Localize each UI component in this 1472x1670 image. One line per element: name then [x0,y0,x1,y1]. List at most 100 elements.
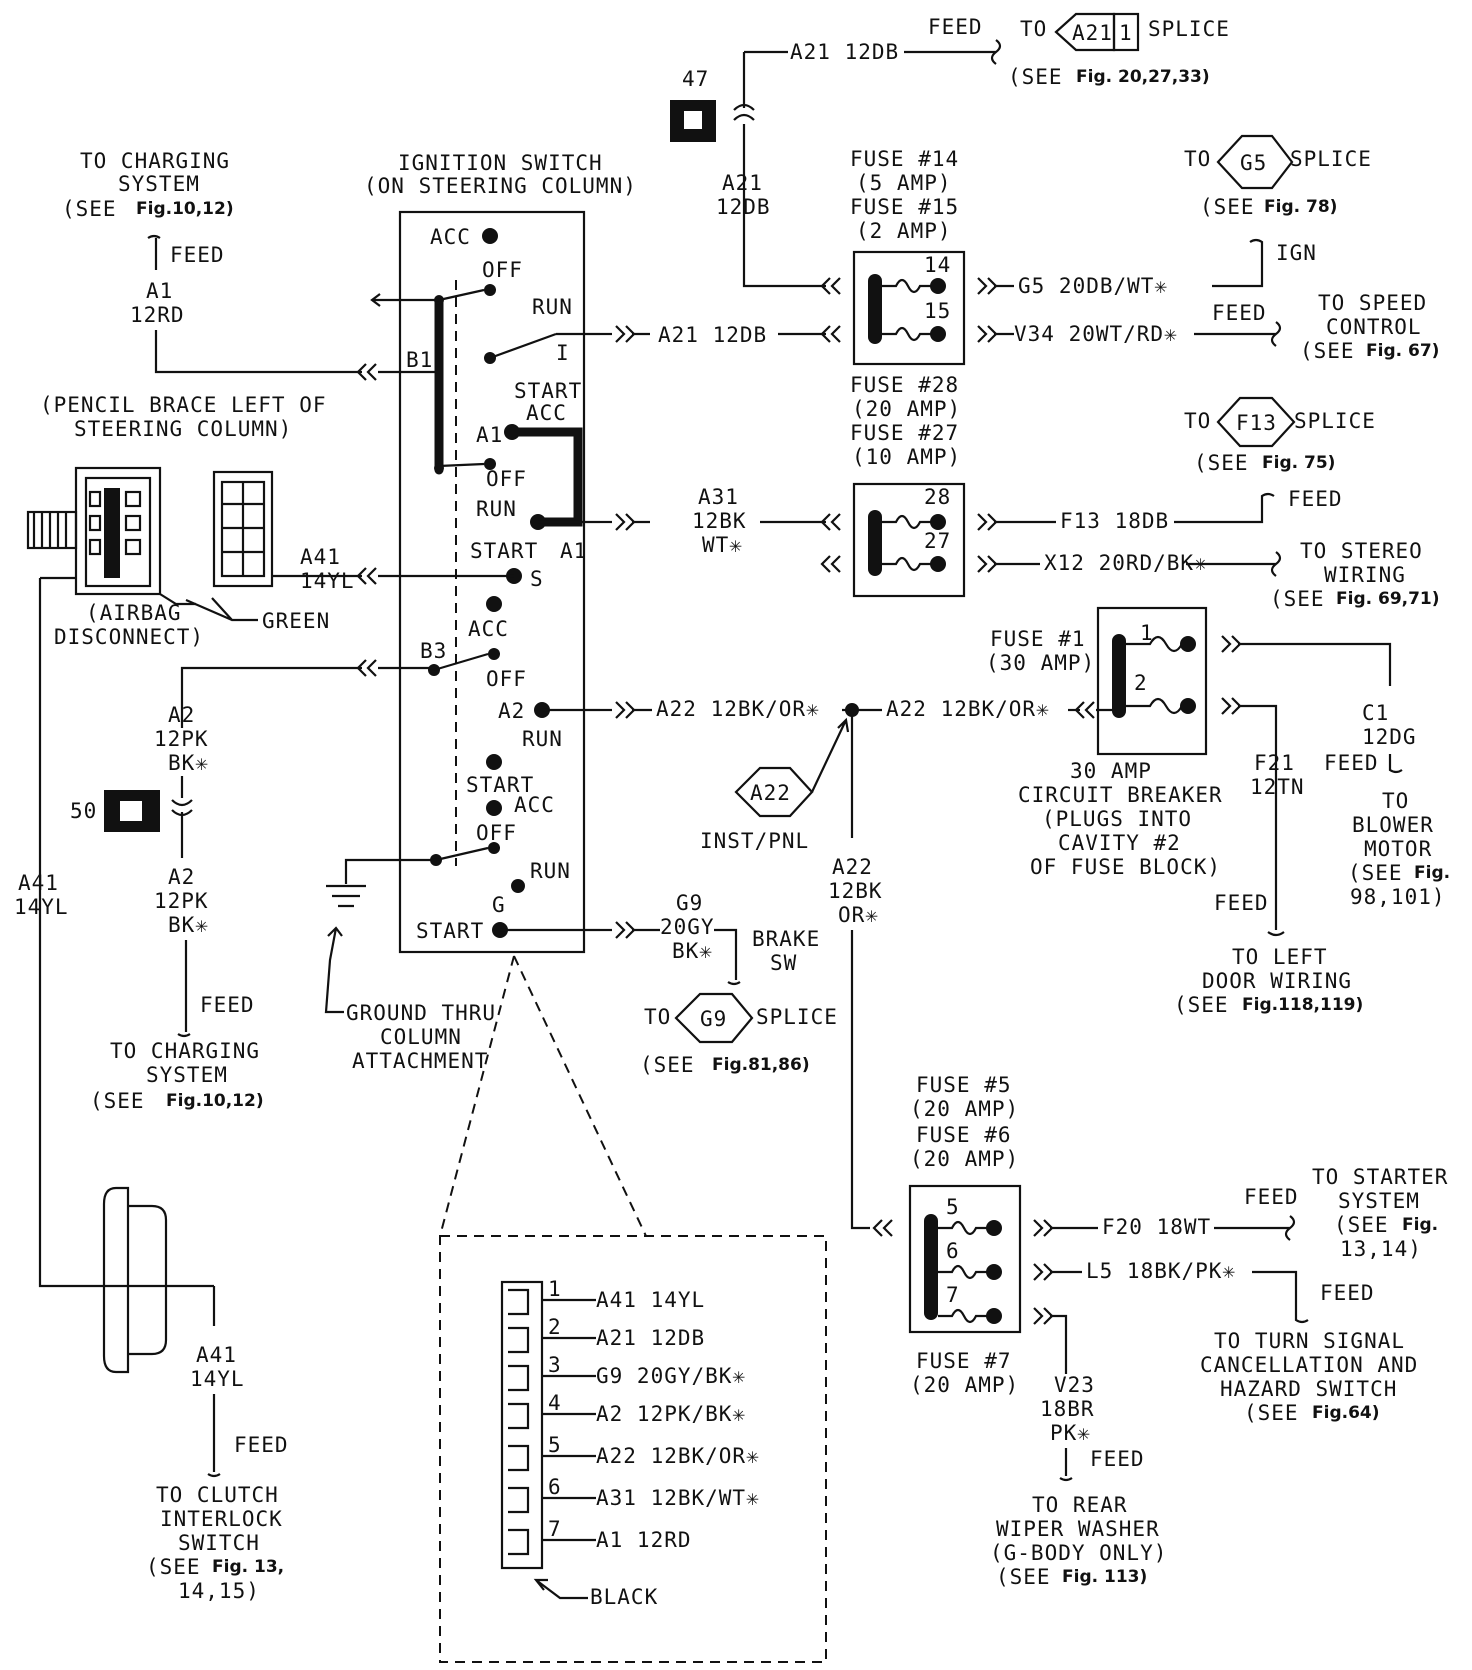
clutch-see: (SEE [146,1555,201,1579]
circuit-breaker-box [1096,606,1208,756]
ground-l1: GROUND THRU [346,1001,496,1025]
starter-l2: SYSTEM [1338,1189,1420,1213]
f21-label: F21 [1254,751,1295,775]
charging-top-feed: FEED [170,243,225,267]
stereo-l2: WIRING [1324,563,1406,587]
fuse14-num: 14 [924,253,951,277]
connector-pin-number: 7 [548,1517,562,1541]
circuit-breaker-group: FUSE #1 (30 AMP) 1 2 C1 12DG FEED TO BLO… [986,606,1450,1017]
rear-wiper-fig: Fig. 113) [1062,1567,1147,1587]
ground-l2: COLUMN [380,1025,462,1049]
connector-pin-label: A21 12DB [596,1326,705,1350]
a2-color-2: BK✳ [168,913,209,937]
door-see: (SEE [1174,993,1229,1017]
connector-pin-label: A31 12BK/WT✳ [596,1486,760,1510]
charging-top-l1: TO CHARGING [80,149,230,173]
f13-splice-label: SPLICE [1294,409,1376,433]
f13-wire-label: F13 18DB [1060,509,1169,533]
fuse27-label: FUSE #27 [850,421,959,445]
g5-fig: Fig. 78) [1264,197,1337,217]
clutch-l2: INTERLOCK [160,1507,283,1531]
green-label: GREEN [262,609,330,633]
breaker-l5: OF FUSE BLOCK) [1030,855,1221,879]
a21-tag: A21 [1072,21,1113,45]
connector-pin-number: 6 [548,1475,562,1499]
clutch-a41-label: A41 [196,1343,237,1367]
pencil-brace-l1: (PENCIL BRACE LEFT OF [40,393,327,417]
fuse6-amp: (20 AMP) [910,1147,1019,1171]
door-fig: Fig.118,119) [1242,995,1363,1015]
stereo-fig: Fig. 69,71) [1336,589,1440,609]
a22-wire-label-2: A22 12BK/OR✳ [886,697,1050,721]
airbag-disconnect-group: (PENCIL BRACE LEFT OF STEERING COLUMN) (… [26,393,330,649]
fuse14-label: FUSE #14 [850,147,959,171]
terminal-b3: B3 [420,639,447,663]
g9-color: BK✳ [672,939,713,963]
fuse28-amp: (20 AMP) [852,397,961,421]
ground-l3: ATTACHMENT [352,1049,488,1073]
ignition-switch: IGNITION SWITCH (ON STEERING COLUMN) ACC… [364,151,636,954]
terminal-a1-start: A1 [560,539,587,563]
g9-label: G9 [676,891,703,915]
airbag-label-1: (AIRBAG [86,601,182,625]
airbag-connector-right [212,470,274,588]
a1-wire-gauge: 12RD [130,303,185,327]
breaker-l3: (PLUGS INTO [1042,807,1192,831]
door-l1: TO LEFT [1232,945,1328,969]
connector-cavity-7 [508,1528,530,1556]
turn-signal-l3: HAZARD SWITCH [1220,1377,1397,1401]
splice-label: SPLICE [1148,17,1230,41]
g5-to: TO [1184,147,1211,171]
charging-bottom-l1: TO CHARGING [110,1039,260,1063]
f13-see: (SEE [1194,451,1249,475]
pos-run-4: RUN [530,859,571,883]
connector-cavity-6 [508,1486,530,1514]
a2-label-2: A2 [168,865,195,889]
connector-pin-number: 2 [548,1315,562,1339]
fuse28-label: FUSE #28 [850,373,959,397]
rear-wiper-feed: FEED [1090,1447,1145,1471]
a22-vertical-color: OR✳ [838,903,879,927]
ignition-connector [500,1280,544,1570]
speed-feed: FEED [1212,301,1267,325]
g9-to: TO [644,1005,671,1029]
airbag-plug [26,510,78,550]
fuse6-num: 6 [946,1239,960,1263]
fuse28-num: 28 [924,485,951,509]
rear-wiper-l2: WIPER WASHER [996,1517,1160,1541]
fuse-block-27-28 [852,482,966,598]
a22-vertical-label: A22 [832,855,873,879]
fuse15-amp: (2 AMP) [856,219,952,243]
pos-off-4: OFF [476,821,517,845]
blower-l1: TO [1382,789,1409,813]
fuse7-label: FUSE #7 [916,1349,1012,1373]
pos-off-2: OFF [486,467,527,491]
charging-top-fig: Fig.10,12) [136,199,234,219]
a31-label: A31 [698,485,739,509]
g9-splice-diamond [674,992,754,1044]
clutch-l1: TO CLUTCH [156,1483,279,1507]
connector-47-label: 47 [682,67,709,91]
ign-label: IGN [1276,241,1317,265]
starter-see: (SEE [1334,1213,1389,1237]
stereo-see: (SEE [1270,587,1325,611]
f13-to: TO [1184,409,1211,433]
v23-gauge: 18BR [1040,1397,1095,1421]
fig-ref-a21: Fig. 20,27,33) [1076,67,1210,87]
speed-l2: CONTROL [1326,315,1422,339]
a31-gauge: 12BK [692,509,747,533]
door-feed: FEED [1214,891,1269,915]
a1-wire-label: A1 [146,279,173,303]
fuse-block-5-7 [908,1184,1022,1334]
fuse27-num: 27 [924,529,951,553]
terminal-a1: A1 [476,423,503,447]
fuse6-label: FUSE #6 [916,1123,1012,1147]
speed-l1: TO SPEED [1318,291,1427,315]
terminal-b1: B1 [406,348,433,372]
inst-pnl-label: INST/PNL [700,829,809,853]
charging-top-l2: SYSTEM [118,172,200,196]
pos-start-4: START [416,919,484,943]
green-leader [185,597,258,622]
breaker-pin2: 2 [1134,671,1148,695]
a21-vertical-gauge: 12DB [716,195,771,219]
